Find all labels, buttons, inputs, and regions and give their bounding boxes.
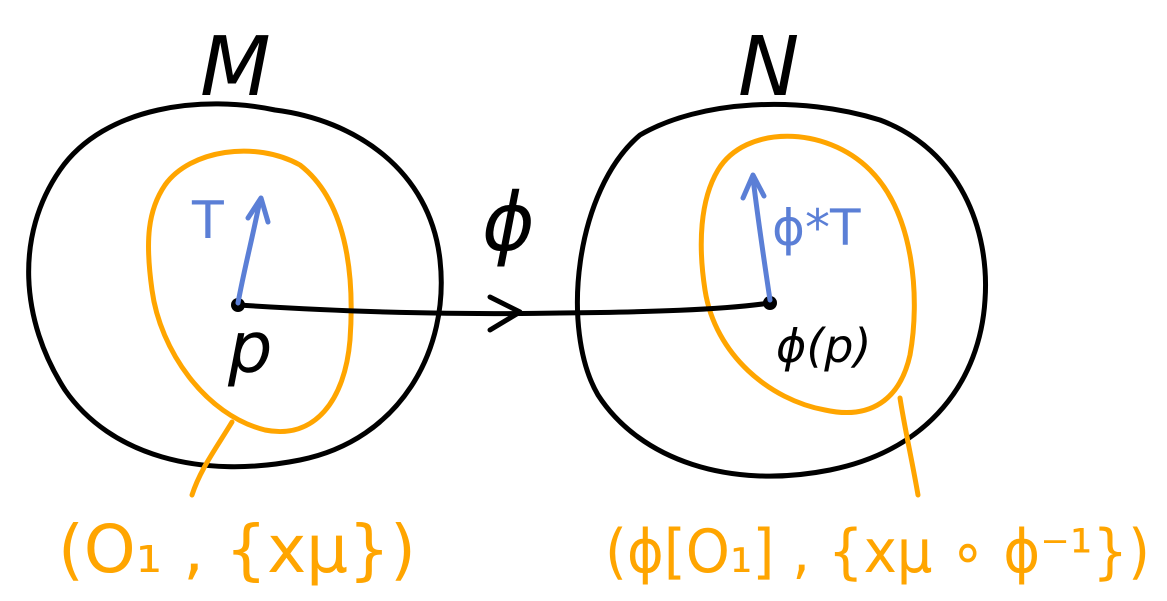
manifold-m-boundary: [26, 101, 444, 470]
chart-region-n: [698, 133, 917, 416]
vector-pushforward: [750, 175, 773, 303]
chart-leader-m: [189, 419, 235, 498]
vector-t: [235, 197, 263, 306]
vector-pushforward-arrowhead: [740, 172, 767, 201]
vector-pushforward-label: ϕ*T: [772, 199, 861, 257]
manifold-n-label: N: [738, 20, 799, 115]
vector-t-label: T: [191, 191, 224, 251]
source-chart-label: (O₁ , {xμ}): [58, 511, 416, 588]
chart-leader-n: [897, 395, 921, 498]
source-point-label: p: [227, 307, 272, 389]
map-arrow-line: [235, 300, 773, 317]
map-label: ϕ: [482, 176, 535, 269]
vector-t-arrowhead: [245, 195, 271, 225]
manifold-n-boundary: [575, 101, 989, 479]
target-chart-label: (ϕ[O₁] , {xμ ∘ ϕ⁻¹}): [605, 517, 1150, 587]
image-point-label: ϕ(p): [776, 319, 871, 373]
manifold-m-label: M: [200, 20, 271, 115]
point-phi-p: [763, 296, 777, 310]
map-arrow-head: [487, 294, 523, 333]
chart-region-m: [146, 148, 354, 434]
